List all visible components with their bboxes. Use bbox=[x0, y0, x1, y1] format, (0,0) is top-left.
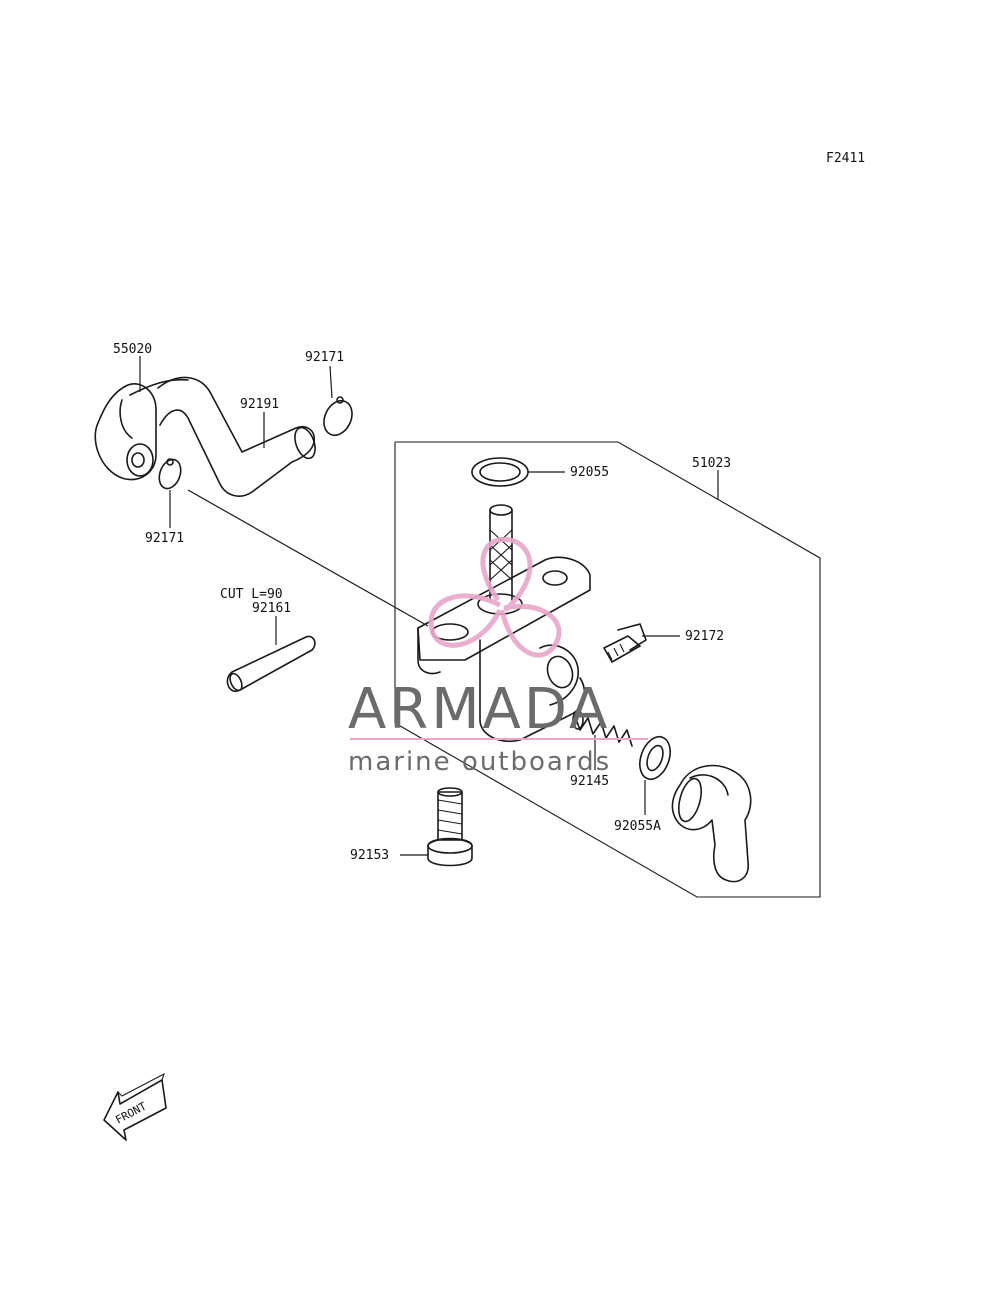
callout-92172: 92172 bbox=[685, 629, 724, 644]
watermark-brand: ARMADA bbox=[348, 677, 610, 742]
watermark-tagline: marine outboards bbox=[348, 747, 611, 777]
callout-92171-top: 92171 bbox=[305, 350, 344, 365]
callout-55020: 55020 bbox=[113, 342, 152, 357]
diagram-code: F2411 bbox=[826, 151, 865, 166]
cut-length-note: CUT L=90 bbox=[220, 587, 283, 602]
o-ring-92055 bbox=[471, 457, 529, 487]
callout-92161: 92161 bbox=[252, 601, 291, 616]
screw-92153 bbox=[427, 787, 473, 867]
washer-92055A bbox=[639, 735, 671, 781]
callout-51023: 51023 bbox=[692, 456, 731, 471]
fuel-hose-92191 bbox=[157, 376, 316, 497]
callout-92055A: 92055A bbox=[614, 819, 661, 834]
hose-clip-92171-top bbox=[323, 396, 353, 437]
callout-92171-bottom: 92171 bbox=[145, 531, 184, 546]
front-direction-arrow: FRONT bbox=[103, 1072, 167, 1141]
callout-92153: 92153 bbox=[350, 848, 389, 863]
hose-connection-line bbox=[187, 489, 429, 627]
callout-92145: 92145 bbox=[570, 774, 609, 789]
watermark-logo-icon bbox=[428, 536, 562, 658]
hose-clip-92171-bottom bbox=[158, 458, 182, 490]
callout-92191: 92191 bbox=[240, 397, 279, 412]
fuel-cock-lever bbox=[671, 764, 752, 883]
bolt-92172 bbox=[603, 623, 647, 663]
front-label: FRONT bbox=[113, 1099, 149, 1126]
fuel-strainer bbox=[489, 504, 513, 601]
callout-92055: 92055 bbox=[570, 465, 609, 480]
tube-92161 bbox=[226, 635, 316, 693]
leader-92171-top bbox=[329, 365, 333, 399]
hose-connector-55020 bbox=[94, 378, 189, 481]
assembly-outline bbox=[394, 441, 821, 898]
spring-92145 bbox=[572, 710, 633, 747]
